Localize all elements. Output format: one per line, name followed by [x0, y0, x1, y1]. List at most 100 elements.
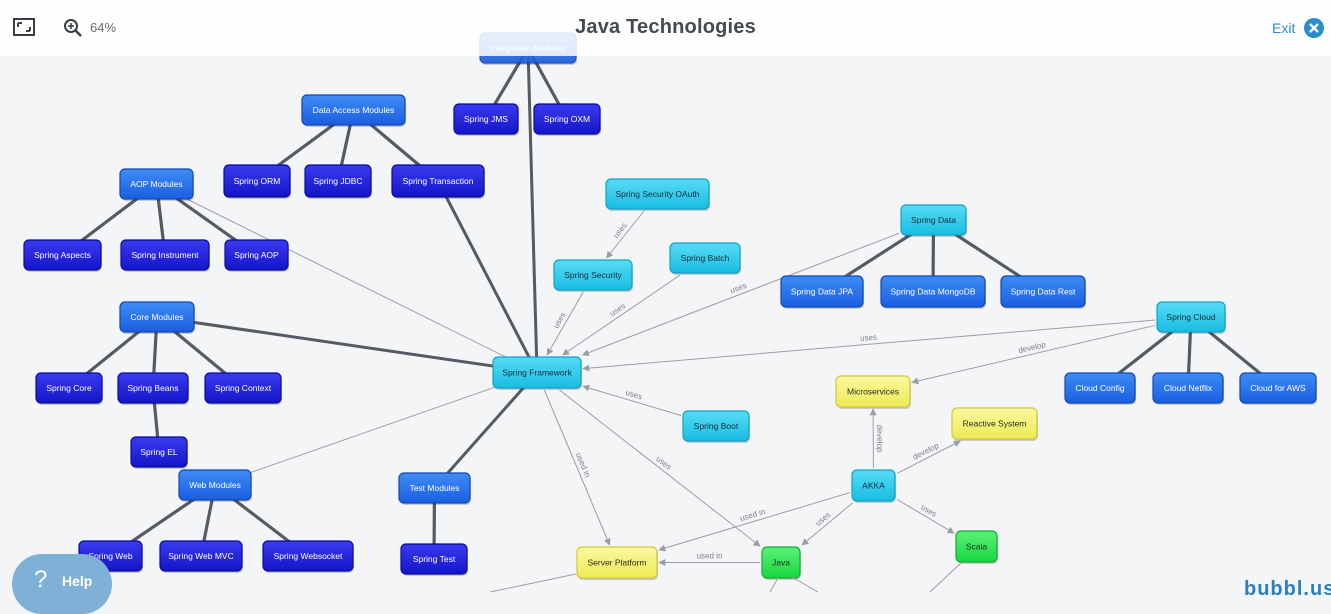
node-label: Spring Data JPA [791, 287, 854, 297]
node-label: Microservices [847, 387, 899, 397]
edge-label: uses [551, 311, 567, 330]
edge-label: uses [860, 333, 878, 343]
edge-label: used in [574, 451, 592, 478]
node-label: Spring Transaction [403, 176, 474, 186]
node-label: Server Platform [587, 558, 646, 568]
mind-map-canvas[interactable]: uses uses uses uses uses uses used in uses devel… [0, 0, 1331, 592]
node-label: Spring Data [911, 215, 956, 225]
edge-label: develop [875, 424, 884, 453]
node-webmvc[interactable]: Spring Web MVC [160, 541, 243, 573]
node-jdbc[interactable]: Spring JDBC [305, 165, 372, 199]
node-aws[interactable]: Cloud for AWS [1240, 373, 1317, 405]
node-label: Spring Security [564, 270, 622, 280]
node-batch[interactable]: Spring Batch [670, 243, 741, 275]
node-label: Spring JDBC [313, 176, 362, 186]
node-orm[interactable]: Spring ORM [224, 165, 291, 199]
node-scala[interactable]: Scala [956, 531, 998, 564]
edge-label: uses [654, 454, 673, 471]
node-jms[interactable]: Spring JMS [454, 104, 519, 136]
node-label: Cloud for AWS [1250, 383, 1306, 393]
node-label: Cloud Config [1075, 383, 1124, 393]
offscreen-connections [490, 562, 962, 592]
node-label: Core Modules [131, 312, 184, 322]
node-server[interactable]: Server Platform [577, 547, 658, 580]
node-label: Spring Beans [127, 383, 178, 393]
edge-integration-to-framework[interactable] [528, 48, 537, 373]
node-security[interactable]: Spring Security [554, 260, 633, 292]
node-label: Spring Security OAuth [615, 189, 699, 199]
node-context[interactable]: Spring Context [205, 373, 282, 405]
node-dataaccess[interactable]: Data Access Modules [302, 95, 406, 127]
node-aspects[interactable]: Spring Aspects [24, 240, 102, 272]
node-label: Spring AOP [234, 250, 279, 260]
help-label: Help [62, 573, 92, 589]
node-rest[interactable]: Spring Data Rest [1001, 276, 1086, 309]
node-label: Spring Context [215, 383, 272, 393]
node-label: Data Access Modules [313, 105, 395, 115]
edge-label: develop [1017, 340, 1047, 355]
node-label: Test Modules [409, 483, 459, 493]
help-button[interactable]: ? Help [12, 554, 112, 614]
brand-logo: bubbl.us [1244, 578, 1331, 601]
node-label: Spring Framework [502, 368, 572, 378]
node-label: Spring Data MongoDB [890, 287, 975, 297]
node-springcore[interactable]: Spring Core [36, 373, 103, 405]
node-label: Spring JMS [464, 114, 508, 124]
node-el[interactable]: Spring EL [131, 437, 188, 469]
node-label: Spring Batch [681, 253, 730, 263]
close-icon[interactable] [1303, 17, 1325, 39]
node-label: Spring Aspects [34, 250, 91, 260]
node-cloudconfig[interactable]: Cloud Config [1065, 373, 1136, 405]
page-title: Java Technologies [0, 16, 1331, 39]
node-instrument[interactable]: Spring Instrument [121, 240, 210, 272]
node-label: Web Modules [189, 480, 241, 490]
node-web[interactable]: Web Modules [179, 470, 252, 502]
node-label: Reactive System [963, 419, 1027, 429]
node-aop[interactable]: AOP Modules [120, 169, 194, 201]
node-label: Spring OXM [544, 114, 590, 124]
node-test[interactable]: Test Modules [399, 473, 471, 505]
node-transaction[interactable]: Spring Transaction [392, 165, 485, 199]
node-websocket[interactable]: Spring Websocket [263, 541, 354, 573]
node-label: Spring Test [413, 554, 456, 564]
edge-label: uses [608, 301, 627, 318]
node-label: Spring Boot [694, 421, 739, 431]
node-netflix[interactable]: Cloud Netflix [1153, 373, 1224, 405]
edge-label: uses [729, 281, 748, 295]
node-springtest[interactable]: Spring Test [401, 544, 468, 576]
edge-label: used in [697, 552, 723, 561]
node-label: Spring Core [46, 383, 92, 393]
node-label: AKKA [862, 481, 885, 491]
node-label: AOP Modules [130, 179, 182, 189]
edge-label: used in [739, 507, 766, 523]
node-label: Spring Websocket [274, 551, 343, 561]
edge-framework-to-server[interactable] [544, 390, 609, 545]
node-jpa[interactable]: Spring Data JPA [781, 276, 864, 309]
node-springaop[interactable]: Spring AOP [225, 240, 289, 272]
node-label: Scala [966, 542, 988, 552]
top-toolbar: 64% Java Technologies Exit [0, 0, 1331, 56]
node-cloud[interactable]: Spring Cloud [1157, 302, 1226, 334]
node-beans[interactable]: Spring Beans [118, 373, 189, 405]
node-label: Spring EL [140, 447, 178, 457]
node-framework[interactable]: Spring Framework [493, 357, 582, 390]
node-boot[interactable]: Spring Boot [683, 411, 750, 443]
node-mongo[interactable]: Spring Data MongoDB [881, 276, 986, 309]
node-label: Spring Data Rest [1011, 287, 1076, 297]
edge-label: uses [611, 221, 629, 240]
node-akka[interactable]: AKKA [852, 470, 896, 503]
edge-label: uses [919, 503, 938, 519]
node-micro[interactable]: Microservices [836, 376, 911, 409]
node-core[interactable]: Core Modules [120, 302, 195, 334]
node-label: Spring ORM [234, 176, 281, 186]
node-reactive[interactable]: Reactive System [952, 408, 1038, 441]
edge-akka-to-java[interactable] [802, 503, 852, 545]
node-oxm[interactable]: Spring OXM [534, 104, 601, 136]
edge-cloud-to-framework[interactable] [583, 320, 1155, 369]
node-java[interactable]: Java [762, 547, 801, 580]
node-oauth[interactable]: Spring Security OAuth [606, 179, 710, 211]
node-springdata[interactable]: Spring Data [901, 205, 967, 237]
exit-link[interactable]: Exit [1272, 20, 1295, 36]
edge-transaction-to-framework[interactable] [438, 181, 537, 373]
